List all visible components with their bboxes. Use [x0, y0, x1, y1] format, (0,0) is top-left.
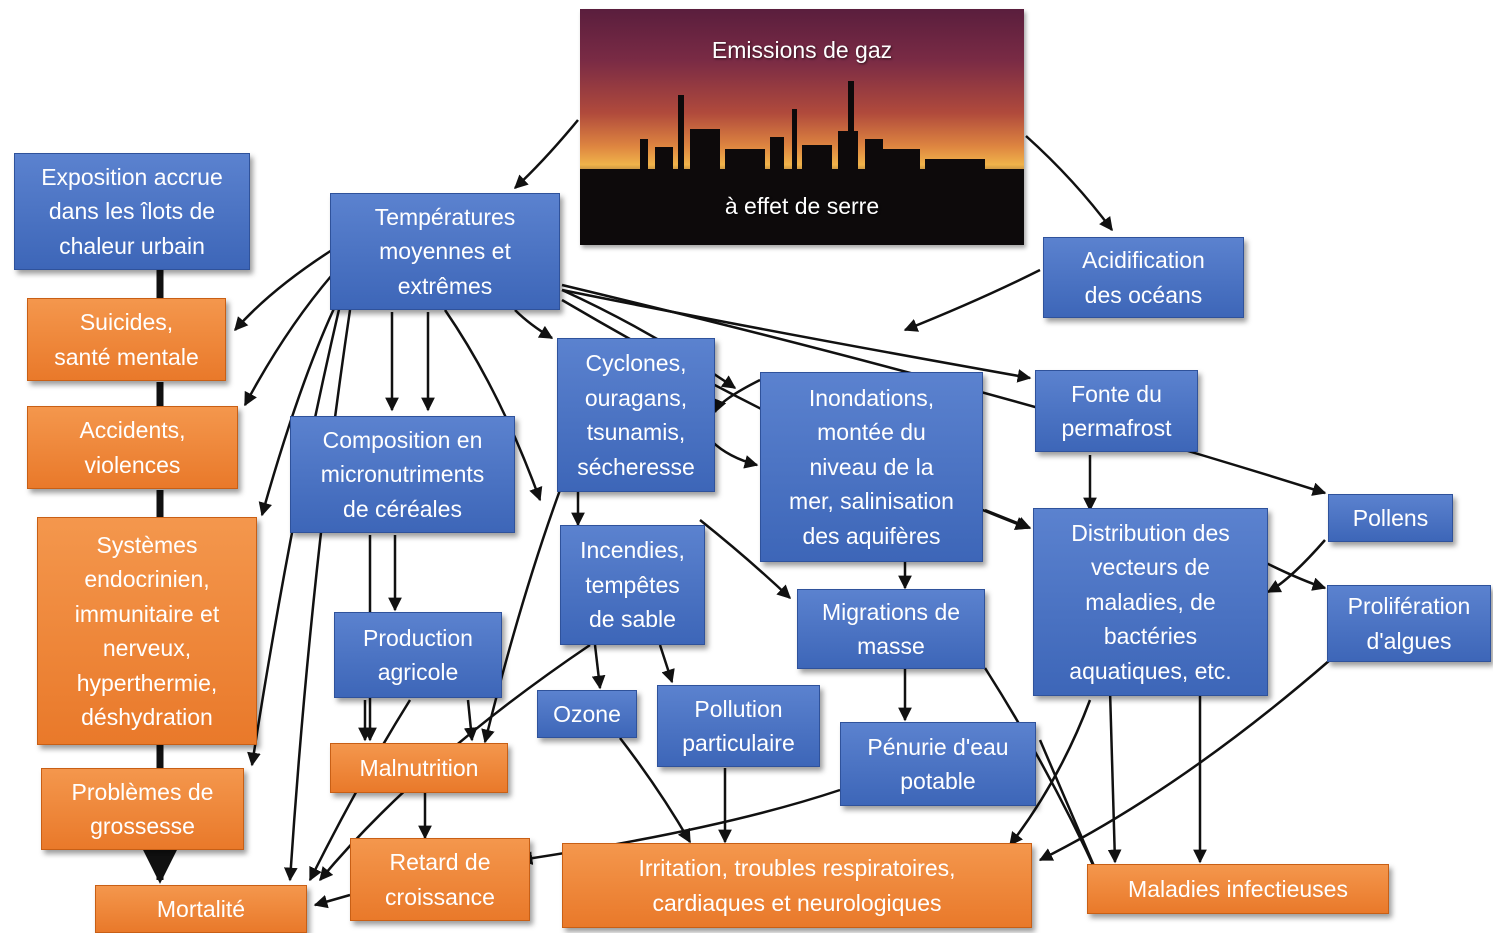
node-proliferation: Prolifération d'algues	[1327, 585, 1491, 662]
node-cyclones: Cyclones, ouragans, tsunamis, sécheresse	[557, 338, 715, 492]
node-accidents: Accidents, violences	[27, 406, 238, 489]
node-pollution: Pollution particulaire	[657, 685, 820, 767]
node-irritation: Irritation, troubles respiratoires, card…	[562, 843, 1032, 928]
node-retard: Retard de croissance	[350, 838, 530, 921]
node-maladies: Maladies infectieuses	[1087, 864, 1389, 914]
node-acidification: Acidification des océans	[1043, 237, 1244, 318]
node-ozone: Ozone	[537, 690, 637, 738]
node-incendies: Incendies, tempêtes de sable	[560, 525, 705, 645]
node-production: Production agricole	[334, 612, 502, 698]
node-pollens: Pollens	[1328, 494, 1453, 542]
refinery-silhouette	[580, 81, 1024, 245]
node-mortalite: Mortalité	[95, 885, 307, 933]
node-distribution: Distribution des vecteurs de maladies, d…	[1033, 508, 1268, 696]
node-migrations: Migrations de masse	[797, 589, 985, 669]
node-composition: Composition en micronutriments de céréal…	[290, 416, 515, 533]
node-suicides: Suicides, santé mentale	[27, 298, 226, 381]
node-fonte: Fonte du permafrost	[1035, 370, 1198, 452]
hero-title-line1: Emissions de gaz	[711, 37, 893, 63]
arrows	[234, 119, 1331, 909]
node-grossesse: Problèmes de grossesse	[41, 768, 244, 850]
node-penurie: Pénurie d'eau potable	[840, 722, 1036, 806]
node-systemes: Systèmes endocrinien, immunitaire et ner…	[37, 517, 257, 745]
hero-title-line2: à effet de serre	[724, 193, 880, 219]
emissions-image: Emissions de gaz à effet de serre	[580, 9, 1024, 245]
node-temperatures: Températures moyennes et extrêmes	[330, 193, 560, 310]
node-exposition: Exposition accrue dans les îlots de chal…	[14, 153, 250, 270]
node-malnutrition: Malnutrition	[330, 743, 508, 793]
node-inondations: Inondations, montée du niveau de la mer,…	[760, 372, 983, 562]
